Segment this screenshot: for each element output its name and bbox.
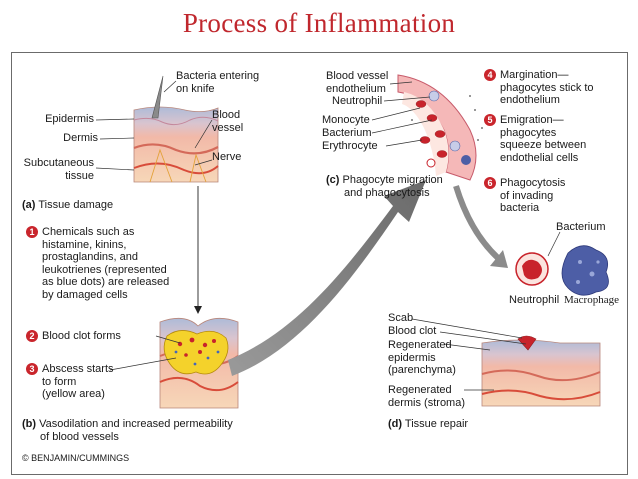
label-dermis: Dermis: [63, 132, 98, 144]
step-2-text: Blood clot forms: [42, 330, 121, 342]
label-scab: Scab: [388, 312, 414, 324]
label-monocyte: Monocyte: [322, 114, 370, 126]
step-6-badge: 6: [484, 177, 496, 189]
label-blood-clot: Blood clot: [388, 325, 437, 337]
knife-icon: [151, 75, 164, 119]
copyright-notice: © BENJAMIN/CUMMINGS: [22, 453, 130, 463]
abscess-area: [163, 330, 229, 375]
skin-block-d: [481, 335, 601, 407]
step-4-badge: 4: [484, 69, 496, 81]
label-neutrophil: Neutrophil: [332, 95, 383, 107]
label-erythrocyte: Erythrocyte: [322, 140, 378, 152]
label-neutrophil-cell: Neutrophil: [509, 294, 560, 306]
caption-panel-a: (a) Tissue damage: [22, 199, 114, 211]
caption-panel-b: (b) Vasodilation and increased permeabil…: [22, 418, 233, 443]
skin-block-a: [133, 106, 219, 183]
label-epidermis: Epidermis: [45, 113, 94, 125]
page-title: Process of Inflammation: [182, 8, 456, 38]
step-2-badge: 2: [26, 330, 38, 342]
label-macrophage-cell: Macrophage: [564, 294, 619, 306]
caption-panel-d: (d) Tissue repair: [388, 418, 469, 430]
neutrophil-cell: [515, 252, 549, 286]
migration-arrow: [228, 180, 426, 376]
macrophage-cell: [561, 245, 609, 296]
step-5-badge: 5: [484, 114, 496, 126]
label-bacterium-cell: Bacterium: [556, 221, 606, 233]
skin-block-b: [159, 317, 239, 409]
label-nerve: Nerve: [212, 151, 242, 163]
blood-vessel-c: [397, 74, 483, 181]
step-1-badge: 1: [26, 226, 38, 238]
step-3-badge: 3: [26, 363, 38, 375]
label-bacterium: Bacterium: [322, 127, 372, 139]
